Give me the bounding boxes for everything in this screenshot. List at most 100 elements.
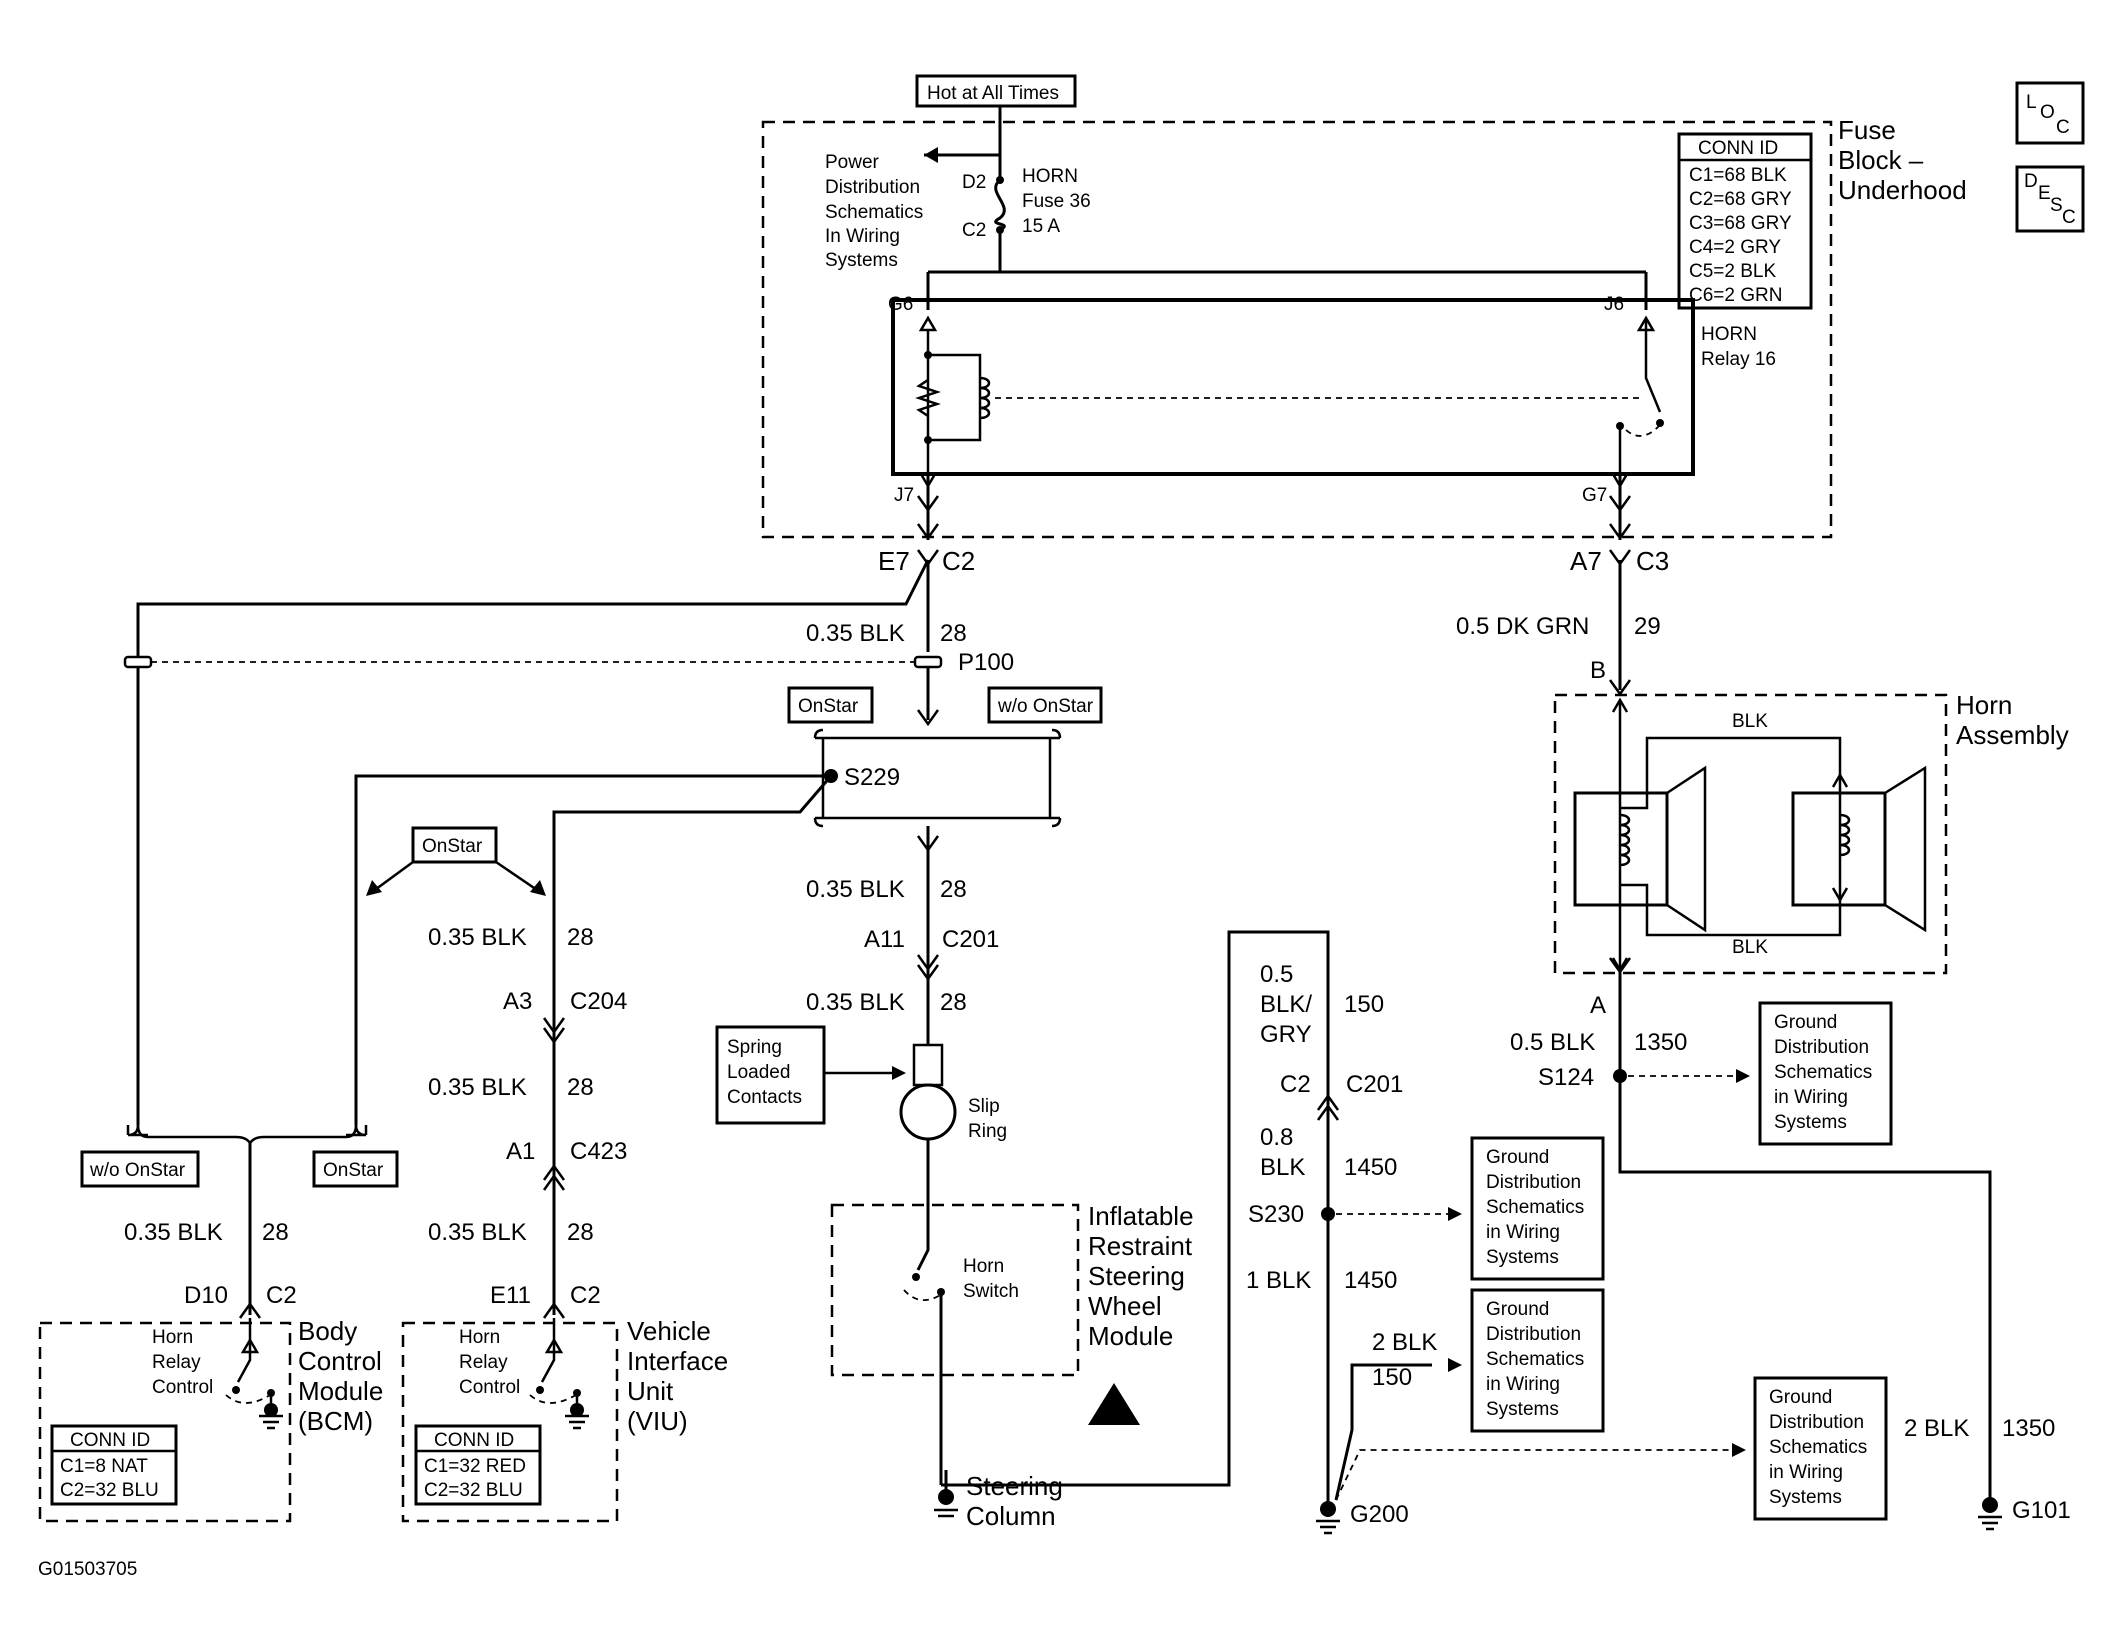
esd-warning-icon bbox=[1088, 1383, 1140, 1425]
horn-circuit-1350-a: 1350 bbox=[1634, 1029, 1687, 1056]
hot-at-all-times-box bbox=[915, 74, 1077, 108]
relay-pin-j6: J6 bbox=[1604, 294, 1624, 315]
a11-label: A11 bbox=[864, 926, 905, 953]
svg-text:Schematics: Schematics bbox=[1486, 1349, 1584, 1370]
bcm-conn-id-table bbox=[50, 1424, 178, 1506]
inflatable-restraint-label: Inflatable Restraint Steering Wheel Modu… bbox=[1088, 1201, 1194, 1351]
viu-c2-label: C2 bbox=[570, 1282, 601, 1309]
relay-feed-wire bbox=[926, 230, 1648, 310]
svg-text:Control: Control bbox=[152, 1377, 213, 1398]
horn-2-bell bbox=[1884, 765, 1927, 933]
c3-label: C3 bbox=[1636, 546, 1669, 576]
horn-assembly-label: Horn Assembly bbox=[1956, 690, 2069, 750]
bcm-connector-chevron bbox=[238, 1301, 262, 1319]
ground-distribution-box-s124[interactable]: Ground Distribution Schematics in Wiring… bbox=[1758, 1001, 1893, 1146]
ground-distribution-box-g200[interactable]: Ground Distribution Schematics in Wiring… bbox=[1470, 1288, 1605, 1433]
gnd-c201-label: C201 bbox=[1346, 1071, 1403, 1098]
fuse-block-conn-id-rows: C1=68 BLK C2=68 GRY C3=68 GRY C4=2 GRY C… bbox=[1689, 165, 1792, 306]
svg-text:Systems: Systems bbox=[1486, 1399, 1559, 1420]
horn-assembly-enclosure bbox=[1553, 693, 1948, 975]
relay-output-wires bbox=[926, 474, 1622, 540]
viu-enclosure bbox=[401, 1321, 619, 1523]
circuit-1450-b: 1450 bbox=[1344, 1267, 1397, 1294]
spring-loaded-contacts-box bbox=[715, 1025, 826, 1125]
relay-switch-contact bbox=[1644, 318, 1662, 413]
svg-text:Horn: Horn bbox=[963, 1256, 1004, 1277]
steering-column-ground-wire bbox=[946, 930, 1330, 1487]
svg-text:Schematics: Schematics bbox=[1486, 1197, 1584, 1218]
svg-text:Module: Module bbox=[1088, 1321, 1173, 1351]
svg-text:Unit: Unit bbox=[627, 1376, 674, 1406]
svg-text:Steering: Steering bbox=[966, 1471, 1063, 1501]
horn-circuit-29: 29 bbox=[1634, 613, 1661, 640]
svg-text:Ground: Ground bbox=[1486, 1299, 1549, 1320]
w150-line-1: 0.5 bbox=[1260, 961, 1293, 988]
wo-onstar-tag-center bbox=[987, 686, 1103, 724]
s124-splice bbox=[1613, 1069, 1627, 1083]
horn-wire-3: 2 BLK bbox=[1904, 1415, 1969, 1442]
circuit-150-a: 150 bbox=[1344, 991, 1384, 1018]
svg-text:Loaded: Loaded bbox=[727, 1062, 790, 1083]
horn-circuit-1350-b: 1350 bbox=[2002, 1415, 2055, 1442]
horn-switch-label: Horn Switch bbox=[963, 1256, 1019, 1302]
svg-text:Slip: Slip bbox=[968, 1096, 1000, 1117]
desc-icon[interactable]: D E S C bbox=[2015, 165, 2085, 233]
s230-splice bbox=[1321, 1207, 1335, 1221]
horn-switch-dash bbox=[903, 1289, 943, 1301]
svg-text:Block –: Block – bbox=[1838, 145, 1924, 175]
horn-wire-1: 0.5 DK GRN bbox=[1456, 613, 1589, 640]
e7-c2-wire bbox=[136, 559, 930, 1125]
g200-ground-link bbox=[1335, 1449, 1732, 1501]
svg-text:Distribution: Distribution bbox=[825, 177, 920, 198]
svg-text:Steering: Steering bbox=[1088, 1261, 1185, 1291]
bcm-wire-1: 0.35 BLK bbox=[124, 1219, 223, 1246]
svg-text:Schematics: Schematics bbox=[1769, 1437, 1867, 1458]
e11-label: E11 bbox=[490, 1282, 531, 1309]
svg-text:in Wiring: in Wiring bbox=[1774, 1087, 1848, 1108]
horn-fuse-label: HORN Fuse 36 15 A bbox=[1022, 166, 1091, 237]
svg-text:w/o OnStar: w/o OnStar bbox=[997, 696, 1094, 717]
loc-icon[interactable]: L O C bbox=[2015, 81, 2085, 145]
ground-distribution-box-s230[interactable]: Ground Distribution Schematics in Wiring… bbox=[1470, 1136, 1605, 1281]
c204-label: C204 bbox=[570, 988, 627, 1015]
bcm-option-merge bbox=[136, 1124, 358, 1146]
svg-text:E: E bbox=[2038, 183, 2051, 204]
svg-text:Distribution: Distribution bbox=[1486, 1172, 1581, 1193]
svg-text:Vehicle: Vehicle bbox=[627, 1316, 711, 1346]
viu-wire-3: 0.35 BLK bbox=[428, 1219, 527, 1246]
svg-text:(VIU): (VIU) bbox=[627, 1406, 688, 1436]
svg-text:C5=2 BLK: C5=2 BLK bbox=[1689, 261, 1776, 282]
viu-relay-control-label: Horn Relay Control bbox=[459, 1327, 520, 1398]
bcm-relay-switch bbox=[236, 1318, 252, 1383]
svg-text:15 A: 15 A bbox=[1022, 216, 1060, 237]
circuit-28-2: 28 bbox=[940, 876, 967, 903]
svg-text:CONN ID: CONN ID bbox=[434, 1430, 514, 1451]
horn-switch-lower bbox=[939, 1292, 951, 1487]
c2-top-label: C2 bbox=[942, 546, 975, 576]
w1450-line-1: 0.8 bbox=[1260, 1124, 1293, 1151]
ground-distribution-box-link[interactable]: Ground Distribution Schematics in Wiring… bbox=[1753, 1376, 1888, 1521]
svg-text:Switch: Switch bbox=[963, 1281, 1019, 1302]
a-label: A bbox=[1590, 992, 1606, 1019]
fuse-block-conn-id-title: CONN ID bbox=[1698, 138, 1778, 159]
svg-text:HORN: HORN bbox=[1701, 324, 1757, 345]
svg-text:in Wiring: in Wiring bbox=[1486, 1222, 1560, 1243]
circuit-28-3: 28 bbox=[940, 989, 967, 1016]
svg-text:Control: Control bbox=[459, 1377, 520, 1398]
svg-text:Horn: Horn bbox=[459, 1327, 500, 1348]
svg-text:Inflatable: Inflatable bbox=[1088, 1201, 1194, 1231]
svg-text:OnStar: OnStar bbox=[798, 696, 859, 717]
svg-text:Column: Column bbox=[966, 1501, 1056, 1531]
s229-branch-wires bbox=[354, 774, 833, 1125]
svg-text:Fuse: Fuse bbox=[1838, 115, 1896, 145]
horn-1-body bbox=[1573, 791, 1669, 907]
a7-label: A7 bbox=[1570, 546, 1602, 576]
svg-text:in Wiring: in Wiring bbox=[1769, 1462, 1843, 1483]
c201-center-connector bbox=[916, 954, 940, 982]
c423-label: C423 bbox=[570, 1138, 627, 1165]
viu-connector-chevron bbox=[542, 1301, 566, 1319]
svg-text:Power: Power bbox=[825, 152, 880, 173]
c204-connector bbox=[542, 1017, 566, 1045]
bcm-enclosure bbox=[38, 1321, 292, 1523]
